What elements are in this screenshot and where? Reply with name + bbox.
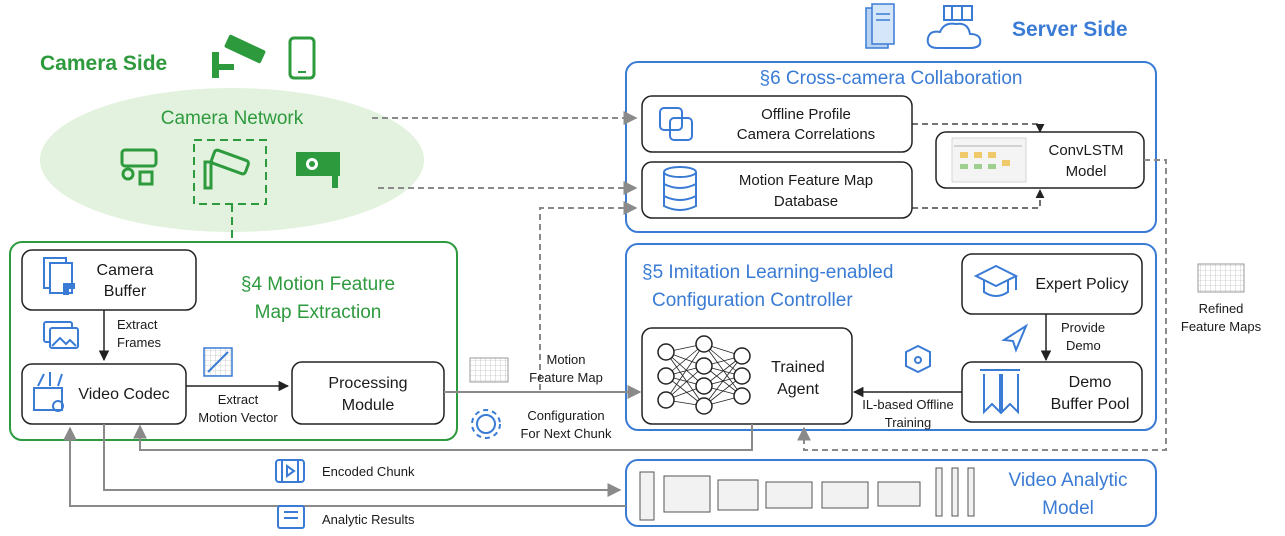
motion-vector-icon xyxy=(203,347,233,377)
offline-to-convlstm xyxy=(912,123,1045,133)
database-icon xyxy=(663,166,697,211)
provide-demo-line2: Demo xyxy=(1066,338,1101,353)
cube-icon xyxy=(905,344,931,374)
cnn-diagram xyxy=(639,467,975,521)
provide-demo-line1: Provide xyxy=(1061,320,1105,335)
il-line1: IL-based Offline xyxy=(862,397,954,412)
send-icon xyxy=(1001,323,1029,353)
camera-buffer-line1: Camera xyxy=(97,262,154,279)
analytic-results-label: Analytic Results xyxy=(322,512,415,527)
frames-icon xyxy=(43,257,75,295)
inbox-icon xyxy=(277,505,305,529)
video-codec-label: Video Codec xyxy=(78,386,169,403)
extract-mv-line1: Extract xyxy=(218,392,259,407)
feature-map-icon xyxy=(469,357,509,383)
collab-title: §6 Cross-camera Collaboration xyxy=(760,68,1023,89)
extraction-title-1: §4 Motion Feature xyxy=(241,274,395,295)
motion-map-line1: Motion xyxy=(546,352,585,367)
db-line2: Database xyxy=(774,193,838,210)
convlstm-diagram-thumbnail xyxy=(951,137,1027,183)
convlstm-line1: ConvLSTM xyxy=(1048,142,1123,159)
camera-icon-1 xyxy=(120,148,158,186)
encoded-chunk-arrow xyxy=(103,424,622,497)
expert-policy-label: Expert Policy xyxy=(1035,276,1128,293)
convlstm-line2: Model xyxy=(1066,163,1107,180)
config-line2: For Next Chunk xyxy=(520,426,612,441)
film-icon xyxy=(275,459,305,483)
camera-buffer-line2: Buffer xyxy=(104,283,147,300)
analytic-results-arrow xyxy=(63,426,626,507)
refined-line2: Feature Maps xyxy=(1181,319,1262,334)
server-side-title: Server Side xyxy=(1012,18,1128,41)
refined-line1: Refined xyxy=(1199,301,1244,316)
offline-line1: Offline Profile xyxy=(761,106,851,123)
graduation-cap-icon xyxy=(973,264,1019,297)
cctv-icon xyxy=(212,34,266,78)
processing-module-box xyxy=(291,361,445,425)
controller-title-2: Configuration Controller xyxy=(652,290,853,311)
processing-to-db-arrow xyxy=(539,201,638,390)
db-to-convlstm xyxy=(912,189,1045,209)
layers-icon xyxy=(659,107,693,141)
extract-mv-line2: Motion Vector xyxy=(198,410,278,425)
image-stack-icon xyxy=(43,321,79,349)
extract-frames-line1: Extract xyxy=(117,317,158,332)
toolbox-icon xyxy=(33,372,64,412)
cloud-icon xyxy=(926,5,982,49)
extract-frames-line2: Frames xyxy=(117,335,162,350)
processing-line1: Processing xyxy=(328,375,407,392)
controller-title-1: §5 Imitation Learning-enabled xyxy=(642,262,893,283)
db-line1: Motion Feature Map xyxy=(739,172,873,189)
database-box xyxy=(641,161,913,219)
trained-line1: Trained xyxy=(771,359,825,376)
offline-line2: Camera Correlations xyxy=(737,126,875,143)
camera-side-title: Camera Side xyxy=(40,52,167,75)
camera-network-area xyxy=(40,88,424,232)
server-icon xyxy=(865,3,895,49)
refined-maps-arrow xyxy=(797,159,1167,451)
refined-maps-icon xyxy=(1197,263,1245,293)
demo-line2: Buffer Pool xyxy=(1051,396,1130,413)
motion-map-line2: Feature Map xyxy=(529,370,603,385)
trained-line2: Agent xyxy=(777,381,819,398)
camera-icon-3 xyxy=(296,152,340,188)
encoded-chunk-label: Encoded Chunk xyxy=(322,464,415,479)
expert-policy-box xyxy=(961,253,1143,315)
camera-icon-2 xyxy=(203,148,250,190)
gear-icon xyxy=(471,409,501,439)
il-line2: Training xyxy=(885,415,931,430)
config-arrow xyxy=(133,424,753,451)
camera-network-label: Camera Network xyxy=(161,108,304,129)
bookmark-icon xyxy=(980,369,1020,415)
config-line1: Configuration xyxy=(527,408,604,423)
analytic-line1: Video Analytic xyxy=(1008,470,1127,491)
demo-line1: Demo xyxy=(1069,374,1112,391)
analytic-line2: Model xyxy=(1042,498,1094,519)
smartphone-icon xyxy=(288,36,316,80)
selected-camera-frame xyxy=(193,139,267,205)
processing-line2: Module xyxy=(342,397,395,414)
neural-net-icon xyxy=(657,335,751,415)
extraction-title-2: Map Extraction xyxy=(255,302,382,323)
